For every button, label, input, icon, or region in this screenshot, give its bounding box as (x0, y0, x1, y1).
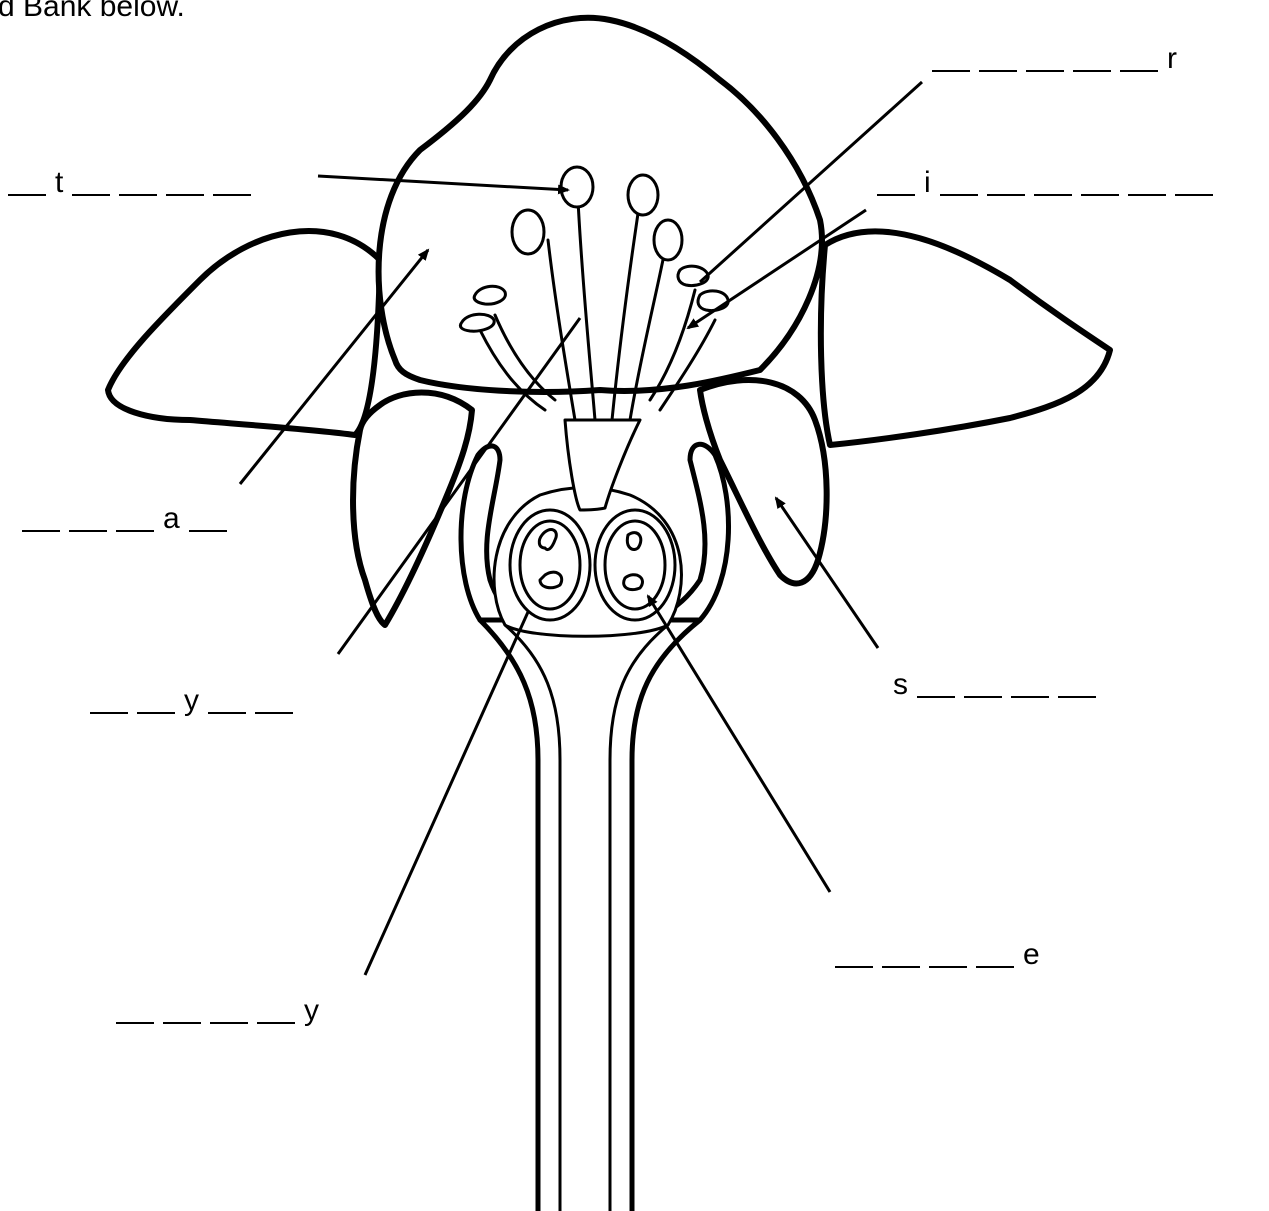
hint-letter: t (55, 168, 63, 198)
answer-blank[interactable] (163, 996, 201, 1024)
label-y-lower: y (116, 996, 328, 1024)
back-petal-left (108, 231, 380, 435)
back-petal-right (821, 231, 1110, 445)
label-t: t (8, 168, 260, 196)
ovule-chamber-left (510, 510, 590, 620)
top-petal (379, 18, 822, 392)
hint-letter: e (1023, 940, 1040, 970)
answer-blank[interactable] (208, 686, 246, 714)
answer-blank[interactable] (213, 168, 251, 196)
answer-blank[interactable] (1128, 168, 1166, 196)
answer-blank[interactable] (257, 996, 295, 1024)
answer-blank[interactable] (917, 670, 955, 698)
answer-blank[interactable] (166, 168, 204, 196)
pointer-ovary (365, 612, 528, 975)
hint-letter: y (184, 686, 199, 716)
stigma-lobe (561, 167, 593, 207)
hint-letter: y (304, 996, 319, 1026)
answer-blank[interactable] (1120, 44, 1158, 72)
answer-blank[interactable] (8, 168, 46, 196)
answer-blank[interactable] (1026, 44, 1064, 72)
label-r: r (932, 44, 1186, 72)
hint-letter: i (924, 168, 931, 198)
answer-blank[interactable] (976, 940, 1014, 968)
label-i: i (877, 168, 1222, 196)
label-s: s (893, 670, 1105, 698)
answer-blank[interactable] (987, 168, 1025, 196)
answer-blank[interactable] (137, 686, 175, 714)
answer-blank[interactable] (119, 168, 157, 196)
label-e: e (835, 940, 1049, 968)
answer-blank[interactable] (1175, 168, 1213, 196)
answer-blank[interactable] (1081, 168, 1119, 196)
ovule-chamber-right (595, 510, 675, 620)
anther (474, 286, 505, 304)
label-a: a (22, 504, 236, 532)
hint-letter: a (163, 504, 180, 534)
hint-letter: s (893, 670, 908, 700)
answer-blank[interactable] (882, 940, 920, 968)
answer-blank[interactable] (116, 996, 154, 1024)
answer-blank[interactable] (1058, 670, 1096, 698)
answer-blank[interactable] (210, 996, 248, 1024)
answer-blank[interactable] (929, 940, 967, 968)
answer-blank[interactable] (940, 168, 978, 196)
answer-blank[interactable] (90, 686, 128, 714)
answer-blank[interactable] (1011, 670, 1049, 698)
label-y-upper: y (90, 686, 302, 714)
answer-blank[interactable] (1073, 44, 1111, 72)
pointer-ovule (648, 596, 830, 892)
answer-blank[interactable] (964, 670, 1002, 698)
answer-blank[interactable] (69, 504, 107, 532)
answer-blank[interactable] (72, 168, 110, 196)
answer-blank[interactable] (835, 940, 873, 968)
answer-blank[interactable] (932, 44, 970, 72)
answer-blank[interactable] (979, 44, 1017, 72)
answer-blank[interactable] (116, 504, 154, 532)
answer-blank[interactable] (1034, 168, 1072, 196)
hint-letter: r (1167, 44, 1177, 74)
answer-blank[interactable] (22, 504, 60, 532)
stem (480, 620, 538, 1211)
answer-blank[interactable] (255, 686, 293, 714)
answer-blank[interactable] (877, 168, 915, 196)
answer-blank[interactable] (189, 504, 227, 532)
side-petal-left (353, 393, 472, 626)
